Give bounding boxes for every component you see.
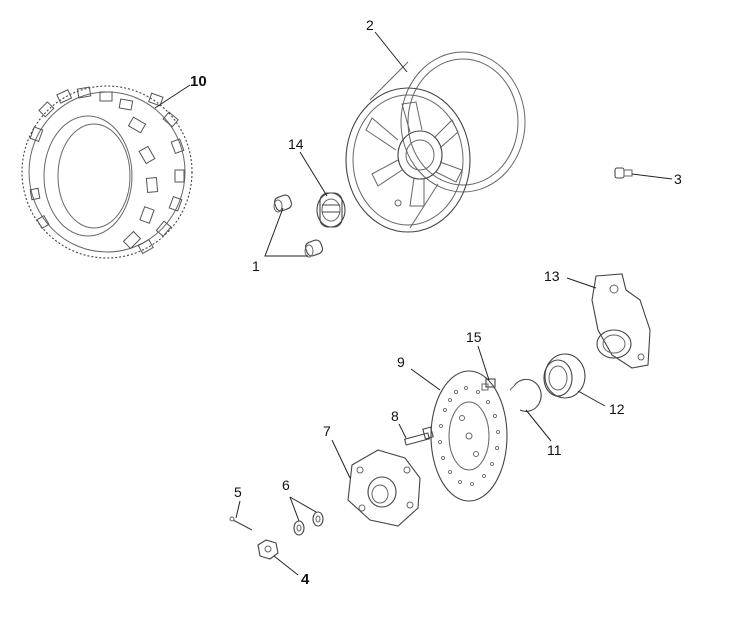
bearing-part-12 bbox=[543, 353, 586, 399]
bolt-part-15 bbox=[481, 378, 496, 391]
cotter-pin-part-5 bbox=[229, 516, 253, 531]
wheel-rim-part-2 bbox=[345, 51, 526, 233]
center-cap-part-14 bbox=[316, 192, 346, 228]
tire-part-10 bbox=[21, 85, 193, 259]
lug-nuts-part-1 bbox=[273, 194, 324, 258]
callout-9: 9 bbox=[397, 354, 405, 370]
washers-part-6 bbox=[293, 511, 324, 536]
callouts: 10 2 3 14 1 13 15 9 12 11 8 7 6 5 4 bbox=[190, 17, 682, 588]
snap-ring-part-11 bbox=[509, 378, 542, 412]
callout-10: 10 bbox=[190, 73, 207, 90]
callout-13: 13 bbox=[544, 268, 560, 284]
callout-3: 3 bbox=[674, 171, 682, 187]
callout-12: 12 bbox=[609, 401, 625, 417]
stud-part-8 bbox=[403, 426, 434, 446]
valve-stem-part-3 bbox=[614, 167, 633, 179]
callout-15: 15 bbox=[466, 329, 482, 345]
callout-2: 2 bbox=[366, 17, 374, 33]
nut-part-4 bbox=[257, 539, 279, 560]
callout-8: 8 bbox=[391, 408, 399, 424]
callout-4: 4 bbox=[301, 571, 310, 588]
knuckle-part-13 bbox=[591, 273, 651, 369]
leader-lines bbox=[154, 31, 673, 576]
callout-1: 1 bbox=[252, 258, 260, 274]
callout-7: 7 bbox=[323, 423, 331, 439]
hub-part-7 bbox=[347, 449, 421, 527]
callout-6: 6 bbox=[282, 477, 290, 493]
brake-disc-part-9 bbox=[430, 370, 508, 502]
callout-14: 14 bbox=[288, 136, 304, 152]
callout-11: 11 bbox=[547, 442, 562, 458]
callout-5: 5 bbox=[234, 484, 242, 500]
